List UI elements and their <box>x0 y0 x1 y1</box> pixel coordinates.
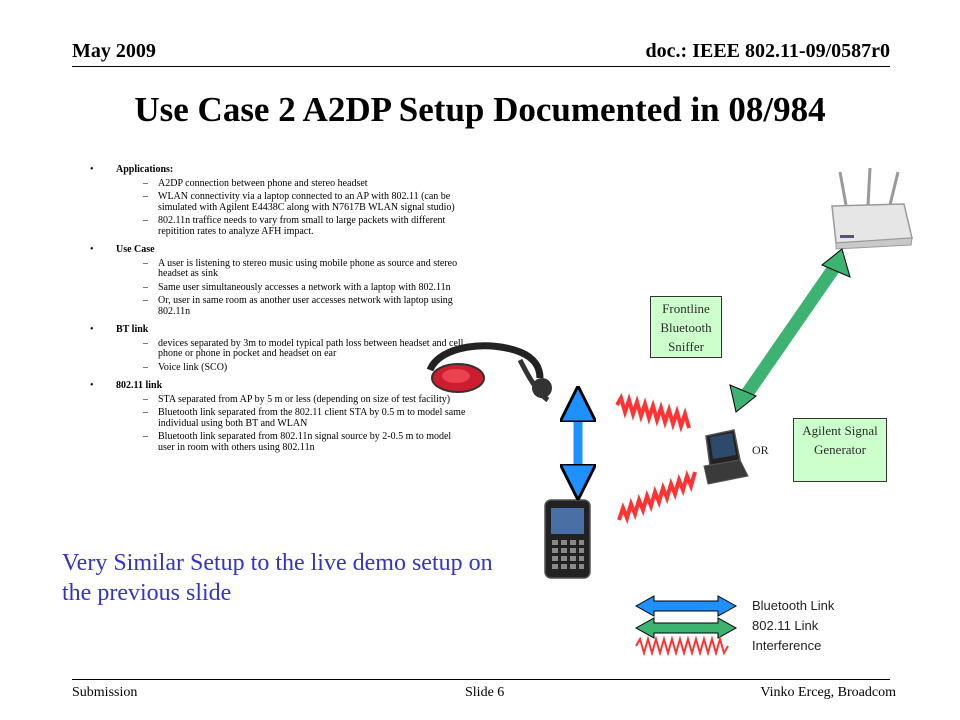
wifi-link-arrow <box>729 248 851 413</box>
callout-text: Very Similar Setup to the live demo setu… <box>62 550 493 606</box>
bullet-item: –A2DP connection between phone and stere… <box>143 177 368 189</box>
legend-wifi-arrow <box>634 617 738 639</box>
header-divider <box>72 66 890 67</box>
frontline-sniffer-box: Frontline Bluetooth Sniffer <box>650 296 722 358</box>
section-heading-80211-link: 802.11 link <box>88 380 470 392</box>
bullet-item: –A user is listening to stereo music usi… <box>143 257 458 279</box>
bullet-item: –devices separated by 3m to model typica… <box>143 337 464 359</box>
agilent-generator-box: Agilent Signal Generator <box>793 418 887 482</box>
wireless-router-icon <box>831 167 913 250</box>
headset-icon <box>426 342 552 403</box>
footer-divider <box>72 679 890 680</box>
bullet-item: –802.11n traffice needs to vary from sma… <box>143 215 446 237</box>
laptop-icon <box>703 429 749 485</box>
bullet-item: –Or, user in same room as another user a… <box>143 295 453 317</box>
footer-slide-number: Slide 6 <box>465 685 505 700</box>
bullet-item: –STA separated from AP by 5 m or less (d… <box>143 393 451 405</box>
section-heading-applications: Applications: <box>88 164 470 176</box>
interference-wave-lower <box>617 469 697 525</box>
section-heading-use-case: Use Case <box>88 244 470 256</box>
bullet-item: –Voice link (SCO) <box>143 361 228 373</box>
slide-title: Use Case 2 A2DP Setup Documented in 08/9… <box>134 90 826 129</box>
header-doc-id: doc.: IEEE 802.11-09/0587r0 <box>645 40 890 62</box>
legend-interference-label: Interference <box>752 638 822 653</box>
legend-bluetooth-label: Bluetooth Link <box>752 598 835 613</box>
header-date: May 2009 <box>72 40 156 62</box>
mobile-phone-icon <box>544 499 591 579</box>
footer-author: Vinko Erceg, Broadcom <box>760 685 896 700</box>
or-label: OR <box>752 443 769 457</box>
bullet-list: Applications: –A2DP connection between p… <box>88 164 470 453</box>
legend-wifi-label: 802.11 Link <box>752 618 819 633</box>
bullet-item: –Same user simultaneously accesses a net… <box>143 281 451 293</box>
interference-wave-upper <box>615 392 691 433</box>
legend-interference-wave <box>635 635 729 657</box>
footer-submission: Submission <box>72 685 138 700</box>
bullet-item: –Bluetooth link separated from the 802.1… <box>143 407 466 429</box>
legend-bluetooth-arrow <box>634 595 738 617</box>
bullet-item: –Bluetooth link separated from 802.11n s… <box>143 431 452 453</box>
section-heading-bt-link: BT link <box>88 324 470 336</box>
bullet-item: –WLAN connectivity via a laptop connecte… <box>143 191 455 213</box>
